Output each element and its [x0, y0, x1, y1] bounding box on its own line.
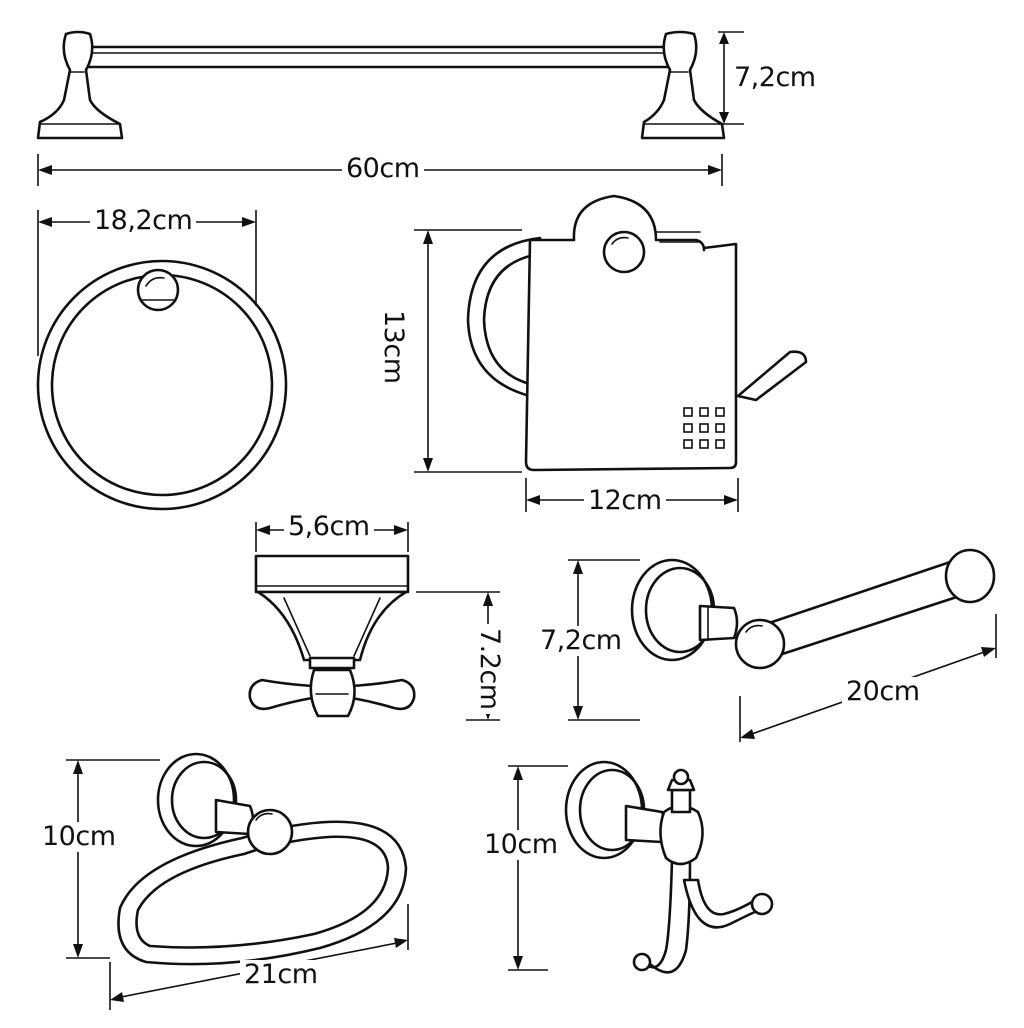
towel-bar — [36, 30, 726, 140]
towel-ring — [36, 259, 288, 511]
oval-towel-ring — [117, 752, 408, 966]
double-hook-dimension-lines — [508, 765, 568, 971]
robe-hook — [248, 554, 416, 718]
robe-hook-height-label: 7.2cm — [474, 624, 505, 714]
roll-holder — [630, 548, 996, 670]
roll-holder-bar — [758, 556, 970, 662]
oval-ring-width-label: 21cm — [240, 960, 322, 990]
oval-ring-loop — [117, 820, 408, 966]
paper-holder-width-label: 12cm — [584, 486, 666, 516]
robe-hook-width-label: 5,6cm — [284, 512, 374, 542]
roll-holder-height-label: 7,2cm — [536, 626, 626, 656]
paper-holder-cover — [524, 194, 738, 472]
towel-ring-mount — [136, 268, 180, 312]
paper-holder-height-label: 13cm — [378, 306, 409, 388]
towel-bar-right-post — [640, 30, 726, 140]
towel-bar-height-label: 7,2cm — [730, 63, 820, 93]
toilet-paper-holder — [466, 194, 808, 472]
towel-bar-width-label: 60cm — [342, 154, 424, 184]
oval-ring-height-label: 10cm — [38, 822, 120, 852]
towel-bar-rod — [82, 45, 680, 69]
towel-ring-width-label: 18,2cm — [90, 206, 197, 236]
brand-grid-pattern — [683, 407, 725, 449]
towel-bar-left-post — [36, 30, 124, 140]
roll-holder-width-label: 20cm — [842, 677, 924, 707]
double-hook-height-label: 10cm — [480, 830, 562, 860]
paper-holder-arm — [466, 236, 542, 398]
double-robe-hook — [564, 760, 774, 974]
